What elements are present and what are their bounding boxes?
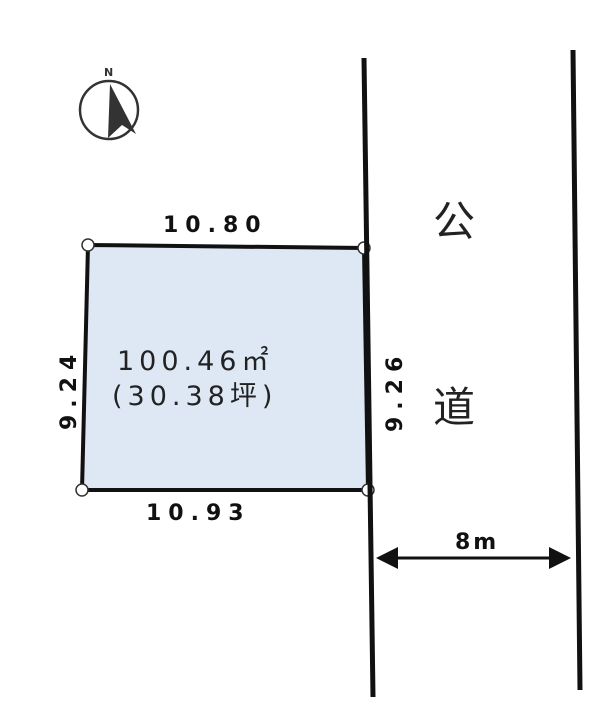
road-edge-right	[570, 49, 583, 691]
road-width-label: 8m	[455, 530, 499, 555]
road-label-road: 道	[433, 383, 475, 432]
right-side-length: 9.26	[383, 350, 408, 432]
area-square-meters: 100.46㎡	[117, 346, 273, 377]
top-side-length: 10.80	[163, 213, 268, 238]
road-width-arrow	[376, 547, 571, 569]
left-side-length: 9.24	[57, 348, 82, 430]
compass-north-label: N	[104, 66, 113, 79]
road-edge-left	[361, 57, 376, 698]
bottom-side-length: 10.93	[146, 501, 251, 526]
area-tsubo: (30.38坪)	[112, 381, 277, 412]
north-compass-icon: N	[78, 66, 140, 141]
road-label-public: 公	[433, 197, 475, 246]
